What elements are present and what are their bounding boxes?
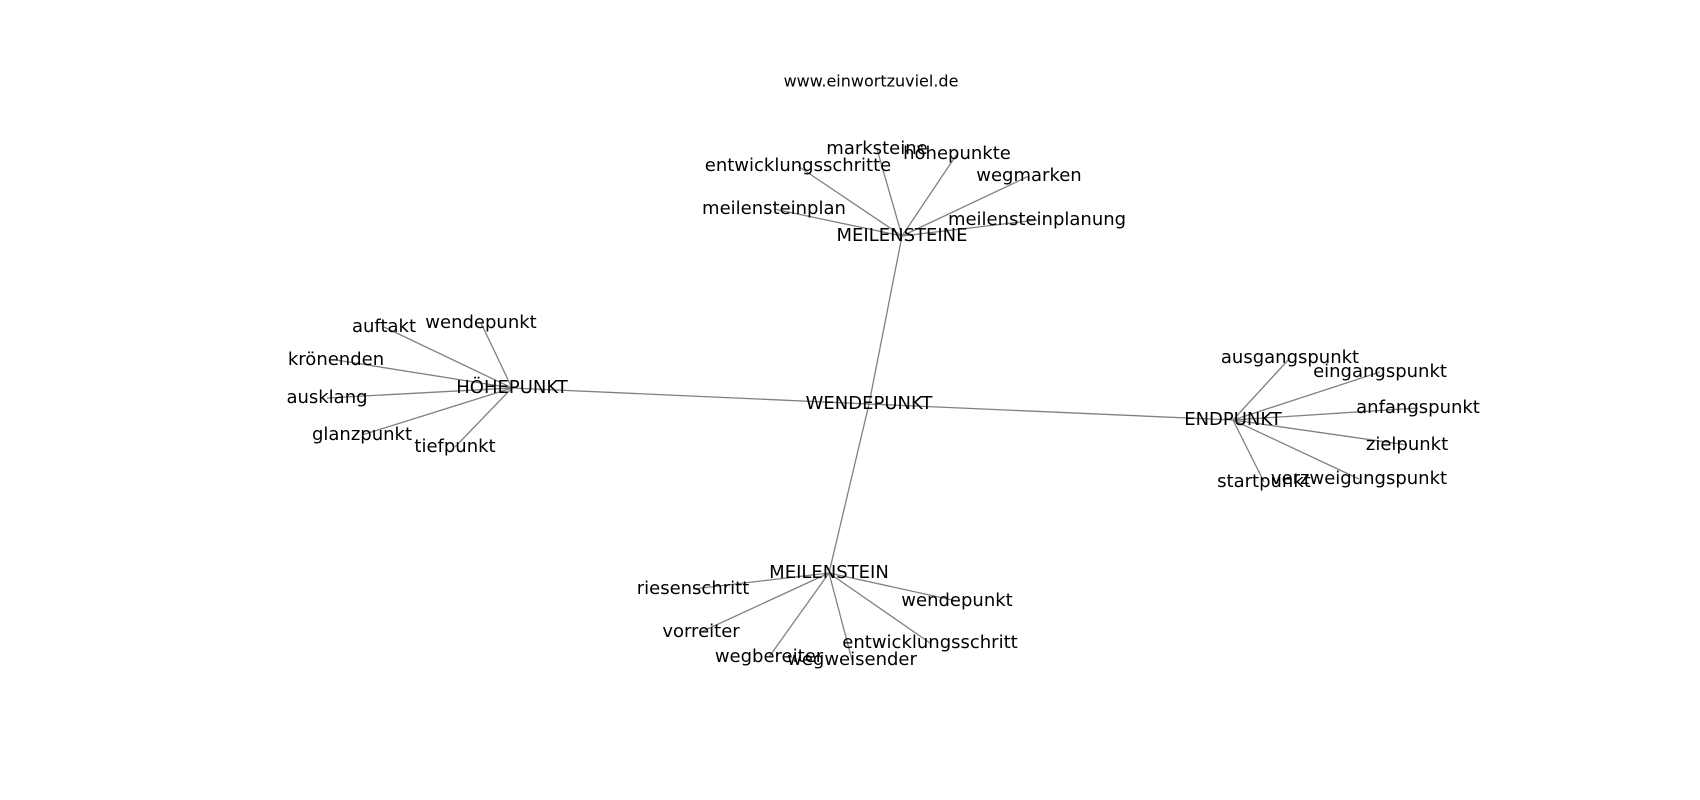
- edge-hoehepunkt-hp-ausklang: [326, 387, 513, 399]
- node-label-hp-wendepunkt: wendepunkt: [425, 312, 536, 333]
- edge-meilensteine-ms-marksteine: [876, 148, 903, 237]
- node-label-hp-tiefpunkt: tiefpunkt: [414, 436, 495, 457]
- node-label-ms-meilensteinplan: meilensteinplan: [702, 198, 846, 219]
- node-label-ms-marksteine: marksteine: [826, 138, 927, 159]
- edge-endpunkt-ep-startpunkt: [1232, 419, 1265, 483]
- node-label-ep-verzweigungspunkt: verzweigungspunkt: [1271, 468, 1447, 489]
- edge-center-meilensteine: [868, 235, 903, 405]
- node-label-hp-glanzpunkt: glanzpunkt: [312, 424, 412, 445]
- edge-meilenstein-m-wendepunkt: [828, 572, 958, 602]
- edge-hoehepunkt-hp-kroenenden: [335, 359, 513, 389]
- node-label-m-wegbereiter: wegbereiter: [715, 646, 824, 667]
- edge-center-endpunkt: [868, 403, 1234, 421]
- node-label-hp-auftakt: auftakt: [352, 316, 416, 337]
- node-label-ep-eingangspunkt: eingangspunkt: [1313, 361, 1447, 382]
- edge-meilenstein-m-entwicklungsschritt: [828, 572, 931, 644]
- edge-hoehepunkt-hp-glanzpunkt: [361, 387, 513, 436]
- edge-meilensteine-ms-meilensteinplanung: [901, 219, 1038, 237]
- edge-hoehepunkt-hp-auftakt: [383, 326, 513, 389]
- node-label-ep-startpunkt: startpunkt: [1217, 471, 1311, 492]
- node-label-m-entwicklungsschritt: entwicklungsschritt: [842, 632, 1017, 653]
- node-label-group: WENDEPUNKT MEILENSTEINE HÖHEPUNKT ENDPUNKT M…: [286, 138, 1479, 670]
- node-label-hp-ausklang: ausklang: [286, 387, 367, 408]
- edge-center-meilenstein: [828, 403, 870, 574]
- node-label-ep-anfangspunkt: anfangspunkt: [1356, 397, 1480, 418]
- edge-endpunkt-ep-zielpunkt: [1232, 419, 1408, 446]
- edge-meilenstein-m-vorreiter: [700, 572, 830, 633]
- edge-endpunkt-ep-verzweigungspunkt: [1232, 419, 1360, 480]
- edge-endpunkt-ep-ausgangspunkt: [1232, 357, 1291, 421]
- edge-meilenstein-m-wegweisender: [828, 572, 853, 661]
- node-label-ms-meilensteinplanung: meilensteinplanung: [948, 209, 1126, 230]
- source-url: www.einwortzuviel.de: [784, 72, 959, 91]
- edge-center-hoehepunkt: [511, 387, 870, 405]
- node-label-ep-ausgangspunkt: ausgangspunkt: [1221, 347, 1359, 368]
- edge-endpunkt-ep-eingangspunkt: [1232, 371, 1381, 421]
- edge-meilenstein-m-wegbereiter: [768, 572, 830, 658]
- node-label-ep-zielpunkt: zielpunkt: [1366, 434, 1448, 455]
- edge-meilenstein-m-riesenschritt: [692, 572, 830, 590]
- node-label-meilensteine: MEILENSTEINE: [836, 225, 967, 246]
- node-label-m-wegweisender: wegweisender: [787, 649, 917, 670]
- node-label-meilenstein: MEILENSTEIN: [769, 562, 889, 583]
- node-label-hp-kroenenden: krönenden: [288, 349, 384, 370]
- node-label-m-wendepunkt: wendepunkt: [901, 590, 1012, 611]
- node-label-center: WENDEPUNKT: [806, 393, 934, 414]
- edge-hoehepunkt-hp-tiefpunkt: [454, 387, 513, 448]
- node-label-endpunkt: ENDPUNKT: [1184, 409, 1283, 430]
- edge-endpunkt-ep-anfangspunkt: [1232, 407, 1419, 421]
- edge-meilensteine-ms-entwicklungsschritte: [797, 165, 903, 237]
- edge-meilensteine-ms-wegmarken: [901, 175, 1030, 237]
- edge-meilensteine-ms-meilensteinplan: [773, 208, 903, 237]
- node-label-ms-hoehepunkte: höhepunkte: [903, 143, 1011, 164]
- node-label-ms-entwicklungsschritte: entwicklungsschritte: [705, 155, 891, 176]
- node-label-m-vorreiter: vorreiter: [662, 621, 740, 642]
- node-label-ms-wegmarken: wegmarken: [976, 165, 1081, 186]
- edge-meilensteine-ms-hoehepunkte: [901, 153, 958, 237]
- node-label-m-riesenschritt: riesenschritt: [637, 578, 750, 599]
- edge-hoehepunkt-hp-wendepunkt: [480, 322, 513, 389]
- node-label-hoehepunkt: HÖHEPUNKT: [456, 376, 569, 398]
- edge-group: [326, 148, 1419, 661]
